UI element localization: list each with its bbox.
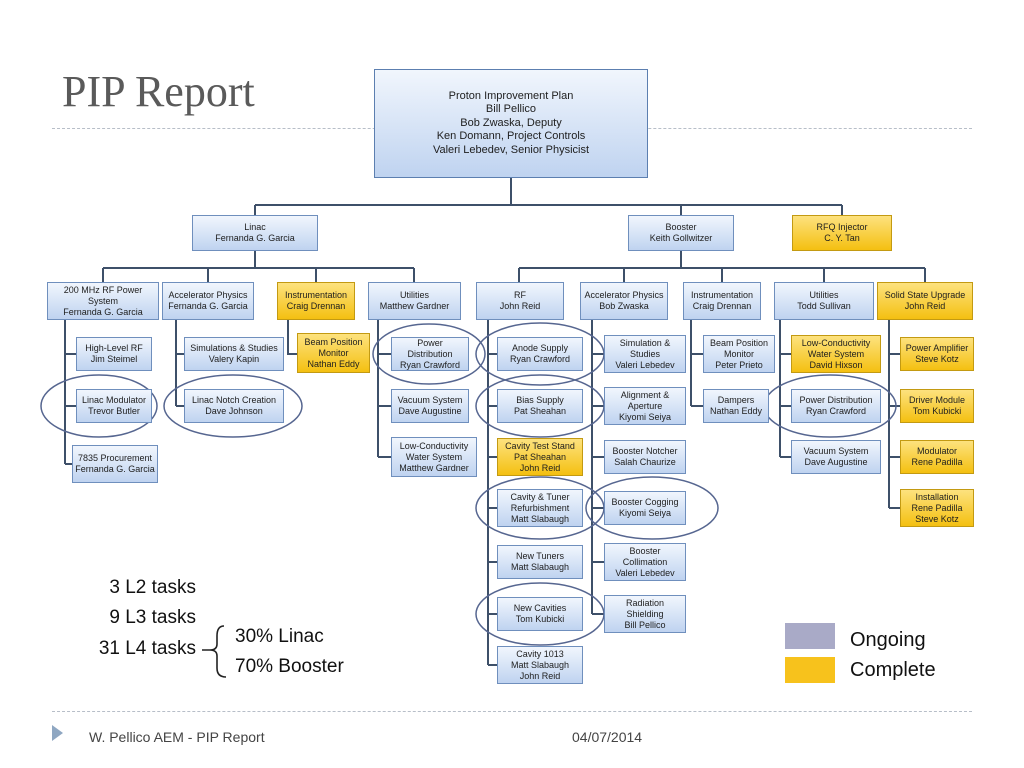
org-box-booster-notcher: Booster Notcher Salah Chaurize	[604, 440, 686, 474]
org-box-driver-module: Driver Module Tom Kubicki	[900, 389, 974, 423]
org-box-booster-accelerator-physics: Accelerator Physics Bob Zwaska	[580, 282, 668, 320]
play-arrow-icon	[52, 725, 63, 741]
org-box-bias-supply: Bias Supply Pat Sheahan	[497, 389, 583, 423]
highlight-ellipse	[163, 374, 303, 438]
org-box-dampers: Dampers Nathan Eddy	[703, 389, 769, 423]
org-box-booster-cogging: Booster Cogging Kiyomi Seiya	[604, 491, 686, 525]
org-box-linac-rf-power: 200 MHz RF Power System Fernanda G. Garc…	[47, 282, 159, 320]
org-box-linac-power-distribution: Power Distribution Ryan Crawford	[391, 337, 469, 371]
org-box-linac-utilities: Utilities Matthew Gardner	[368, 282, 461, 320]
org-box-new-tuners: New Tuners Matt Slabaugh	[497, 545, 583, 579]
org-box-solid-state-upgrade: Solid State Upgrade John Reid	[877, 282, 973, 320]
stat-l4-tasks: 31 L4 tasks	[98, 638, 196, 659]
highlight-ellipse	[372, 323, 486, 385]
org-box-cavity-test-stand: Cavity Test Stand Pat Sheahan John Reid	[497, 438, 583, 476]
org-box-linac-modulator: Linac Modulator Trevor Butler	[76, 389, 152, 423]
org-box-high-level-rf: High-Level RF Jim Steimel	[76, 337, 152, 371]
org-box-linac-vacuum-system: Vacuum System Dave Augustine	[391, 389, 469, 423]
stat-l2-tasks: 3 L2 tasks	[109, 577, 196, 598]
org-box-booster-instrumentation: Instrumentation Craig Drennan	[683, 282, 761, 320]
org-box-radiation-shielding: Radiation Shielding Bill Pellico	[604, 595, 686, 633]
org-box-new-cavities: New Cavities Tom Kubicki	[497, 597, 583, 631]
org-box-rfq-injector: RFQ Injector C. Y. Tan	[792, 215, 892, 251]
highlight-ellipse	[585, 476, 719, 540]
stat-l3-tasks: 9 L3 tasks	[109, 607, 196, 628]
org-box-linac-instrumentation: Instrumentation Craig Drennan	[277, 282, 355, 320]
org-box-booster-beam-position-monitor: Beam Position Monitor Peter Prieto	[703, 335, 775, 373]
org-box-linac-accelerator-physics: Accelerator Physics Fernanda G. Garcia	[162, 282, 254, 320]
org-box-anode-supply: Anode Supply Ryan Crawford	[497, 337, 583, 371]
org-box-alignment-aperture: Alignment & Aperture Kiyomi Seiya	[604, 387, 686, 425]
org-box-proton-improvement-plan: Proton Improvement Plan Bill Pellico Bob…	[374, 69, 648, 178]
stat-linac-percent: 30% Linac	[235, 626, 324, 647]
org-box-power-amplifier: Power Amplifier Steve Kotz	[900, 337, 974, 371]
org-box-cavity-tuner-refurbishment: Cavity & Tuner Refurbishment Matt Slabau…	[497, 489, 583, 527]
org-box-modulator: Modulator Rene Padilla	[900, 440, 974, 474]
org-box-7835-procurement: 7835 Procurement Fernanda G. Garcia	[72, 445, 158, 483]
org-box-booster-rf: RF John Reid	[476, 282, 564, 320]
org-box-booster-simulation: Simulation & Studies Valeri Lebedev	[604, 335, 686, 373]
org-box-installation: Installation Rene Padilla Steve Kotz	[900, 489, 974, 527]
footer-date: 04/07/2014	[572, 729, 643, 745]
stat-booster-percent: 70% Booster	[235, 656, 344, 677]
org-box-booster-collimation: Booster Collimation Valeri Lebedev	[604, 543, 686, 581]
org-box-linac-lcw-system: Low-Conductivity Water System Matthew Ga…	[391, 437, 477, 477]
org-box-booster-vacuum-system: Vacuum System Dave Augustine	[791, 440, 881, 474]
highlight-ellipse	[40, 374, 158, 438]
legend-label-complete: Complete	[850, 659, 936, 681]
footer-presenter: W. Pellico AEM - PIP Report	[89, 729, 265, 745]
org-box-booster-power-distribution: Power Distribution Ryan Crawford	[791, 389, 881, 423]
org-box-linac-beam-position-monitor: Beam Position Monitor Nathan Eddy	[297, 333, 370, 373]
footer-divider	[52, 711, 972, 712]
legend-label-ongoing: Ongoing	[850, 629, 926, 651]
legend-swatch-complete	[785, 657, 835, 683]
legend-swatch-ongoing	[785, 623, 835, 649]
org-box-booster-utilities: Utilities Todd Sullivan	[774, 282, 874, 320]
org-box-linac-simulations: Simulations & Studies Valery Kapin	[184, 337, 284, 371]
org-box-booster-lcw-system: Low-Conductivity Water System David Hixs…	[791, 335, 881, 373]
org-box-cavity-1013: Cavity 1013 Matt Slabaugh John Reid	[497, 646, 583, 684]
brace	[202, 625, 227, 678]
org-box-booster: Booster Keith Gollwitzer	[628, 215, 734, 251]
org-box-linac-notch-creation: Linac Notch Creation Dave Johnson	[184, 389, 284, 423]
org-box-linac: Linac Fernanda G. Garcia	[192, 215, 318, 251]
slide-title: PIP Report	[62, 67, 255, 116]
